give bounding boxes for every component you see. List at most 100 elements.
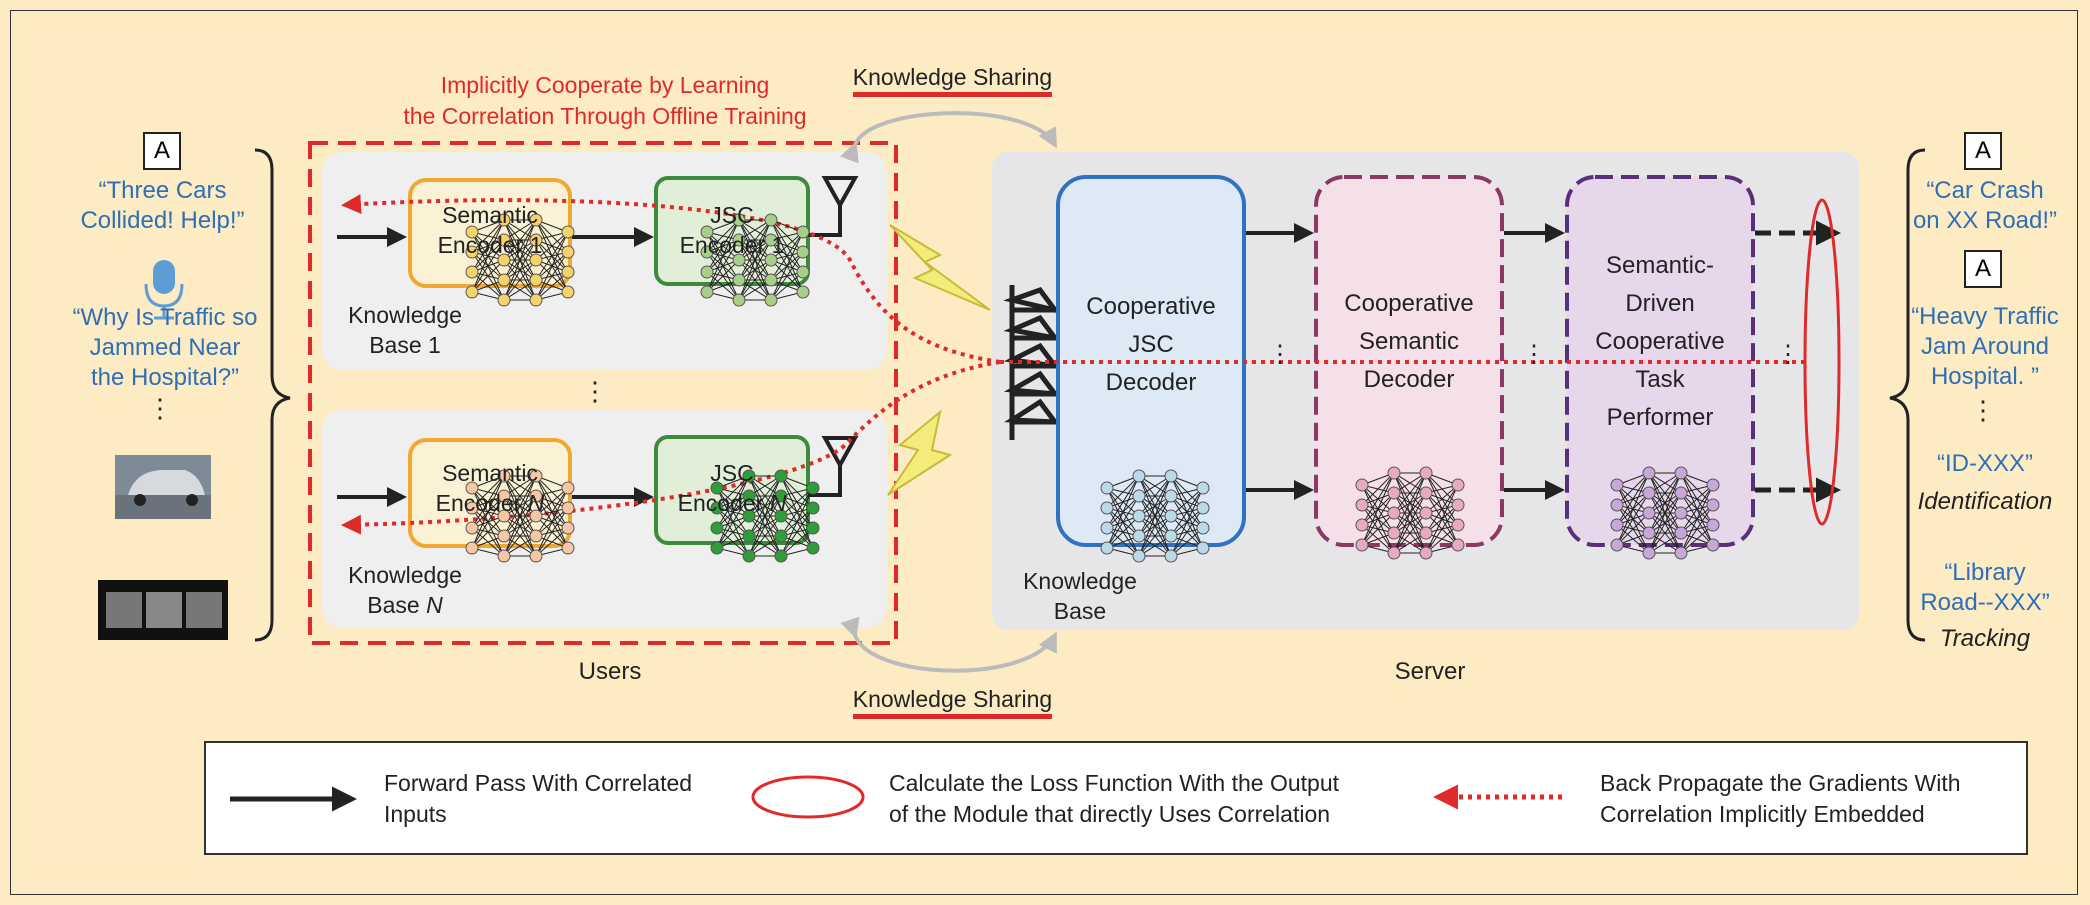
- user1-jsc-nn-icon: [700, 213, 810, 307]
- track-label: Tracking: [1939, 625, 2031, 652]
- users-label: Users: [578, 658, 642, 685]
- user1-semantic-encoder-label: Semantic Encoder 1: [410, 200, 570, 260]
- left-input-text-2-line1: “Why Is Traffic so: [72, 304, 258, 331]
- jsc-decoder-line1: Cooperative: [1086, 293, 1216, 320]
- track-value-line2: Road--XXX”: [1920, 589, 2050, 616]
- left-vdots: ⋮: [147, 393, 173, 423]
- backprop-user1: [341, 194, 1001, 364]
- left-brace: [254, 148, 291, 642]
- semantic-decoder-label: Cooperative Semantic Decoder: [1316, 285, 1502, 399]
- sem-decoder-line2: Semantic: [1358, 328, 1460, 355]
- right-output-text-2-line1: “Heavy Traffic: [1911, 303, 2059, 330]
- userN-jsc-enc-word: Encoder: [677, 490, 770, 516]
- right-output-text-2-line3: Hospital. ”: [1930, 363, 2040, 390]
- left-input-text-1-line1: “Three Cars: [98, 177, 227, 204]
- right-output-text-1: “Car Crash on XX Road!”: [1895, 176, 2075, 236]
- right-vdots: ⋮: [1970, 395, 1996, 425]
- right-output-text-2-line2: Jam Around: [1920, 333, 2050, 360]
- legend-loss-ellipse: [751, 775, 865, 819]
- knowledge-sharing-top-text: Knowledge Sharing: [852, 64, 1053, 97]
- userN-semantic-nn-icon: [465, 469, 575, 563]
- top-caption: Implicitly Cooperate by Learning the Cor…: [330, 70, 880, 132]
- legend-loss-line1: Calculate the Loss Function With the Out…: [889, 770, 1340, 796]
- userN-sem-enc-word: Encoder: [435, 490, 528, 516]
- legend-backprop-line2: Correlation Implicitly Embedded: [1600, 801, 1925, 827]
- userN-kb-label: Knowledge Base N: [335, 560, 475, 620]
- knowledge-sharing-top-arrow: [839, 111, 1057, 164]
- id-value: “ID-XXX”: [1937, 450, 2033, 477]
- userN-semantic-encoder-label: Semantic Encoder N: [410, 458, 570, 518]
- task-line4: Task: [1635, 366, 1685, 393]
- server-kb-label: Knowledge Base: [1005, 566, 1155, 626]
- right-output-text-1-line2: on XX Road!”: [1912, 207, 2058, 234]
- server-kb-line2: Base: [1053, 598, 1107, 624]
- left-input-text-2: “Why Is Traffic so Jammed Near the Hospi…: [55, 303, 275, 393]
- text-icon-right-1: A: [1964, 132, 2002, 170]
- userN-jsc-enc-line2: Encoder N: [656, 488, 808, 518]
- video-strip: [98, 580, 228, 640]
- server-semantic-nn-icon: [1355, 466, 1465, 560]
- user1-kb-label: Knowledge Base 1: [335, 300, 475, 360]
- userN-sem-enc-line2: Encoder N: [410, 488, 570, 518]
- legend-loss-line2: of the Module that directly Uses Correla…: [889, 801, 1331, 827]
- legend-backprop-text: Back Propagate the Gradients With Correl…: [1600, 768, 2020, 830]
- task-line5: Performer: [1606, 404, 1714, 431]
- server-task-nn-icon: [1610, 466, 1720, 560]
- userN-jsc-enc-line1: JSC: [710, 460, 754, 486]
- task-line1: Semantic-: [1605, 252, 1715, 279]
- knowledge-sharing-bottom-label: Knowledge Sharing: [835, 686, 1070, 719]
- car-photo: [115, 455, 211, 519]
- sem-decoder-line3: Decoder: [1363, 366, 1455, 393]
- id-label: Identification: [1917, 488, 2053, 515]
- microphone-icon: [144, 260, 184, 320]
- user1-sem-enc-line2: Encoder 1: [437, 232, 543, 258]
- legend-forward-text: Forward Pass With Correlated Inputs: [384, 768, 744, 830]
- legend-backprop-line1: Back Propagate the Gradients With: [1600, 770, 1961, 796]
- left-input-text-2-line3: the Hospital?”: [90, 364, 240, 391]
- server-vdots-1: ⋮: [1268, 341, 1292, 368]
- userN-sem-enc-n: N: [527, 490, 545, 516]
- userN-antenna: [808, 436, 859, 497]
- task-performer-label: Semantic- Driven Cooperative Task Perfor…: [1567, 247, 1753, 437]
- userN-jsc-encoder-label: JSC Encoder N: [656, 458, 808, 518]
- right-brace: [1889, 148, 1926, 642]
- sem-decoder-line1: Cooperative: [1344, 290, 1474, 317]
- user1-jsc-enc-line1: JSC: [710, 202, 754, 228]
- user1-jsc-encoder-label: JSC Encoder 1: [656, 200, 808, 260]
- legend-forward-line1: Forward Pass With Correlated: [384, 770, 693, 796]
- top-caption-line1: Implicitly Cooperate by Learning: [440, 72, 770, 98]
- right-output-text-1-line1: “Car Crash: [1926, 177, 2044, 204]
- left-input-text-1: “Three Cars Collided! Help!”: [60, 176, 265, 236]
- knowledge-sharing-top-label: Knowledge Sharing: [835, 64, 1070, 97]
- lightning-bolt-1: [889, 224, 991, 311]
- jsc-decoder-line2: JSC: [1128, 331, 1174, 358]
- userN-jsc-enc-n: N: [769, 490, 787, 516]
- server-jsc-nn-icon: [1100, 469, 1210, 563]
- left-input-text-2-line2: Jammed Near: [89, 334, 241, 361]
- legend-box: [204, 741, 2028, 855]
- userN-jsc-nn-icon: [710, 469, 820, 563]
- legend-forward-line2: Inputs: [384, 801, 447, 827]
- text-icon-right-2: A: [1964, 250, 2002, 288]
- users-vdots: ⋮: [582, 376, 608, 406]
- knowledge-sharing-bottom-arrow: [840, 616, 1057, 673]
- server-kb-line1: Knowledge: [1023, 568, 1137, 594]
- legend-loss-text: Calculate the Loss Function With the Out…: [889, 768, 1429, 830]
- user1-jsc-enc-line2: Encoder 1: [679, 232, 785, 258]
- knowledge-sharing-bottom-text: Knowledge Sharing: [852, 686, 1053, 719]
- task-line3: Cooperative: [1595, 328, 1725, 355]
- server-vdots-3: ⋮: [1776, 341, 1800, 368]
- task-line2: Driven: [1625, 290, 1695, 317]
- figure-frame: [10, 10, 2078, 895]
- track-value: “Library Road--XXX”: [1895, 558, 2075, 618]
- userN-kb-n: N: [426, 592, 443, 618]
- userN-kb-word: Base: [367, 592, 427, 618]
- right-output-text-2: “Heavy Traffic Jam Around Hospital. ”: [1895, 302, 2075, 392]
- userN-kb-line2: Base N: [335, 590, 475, 620]
- jsc-decoder-line3: Decoder: [1105, 369, 1197, 396]
- user1-antenna: [808, 176, 859, 237]
- jsc-decoder-label: Cooperative JSC Decoder: [1058, 288, 1244, 402]
- server-vdots-2: ⋮: [1522, 341, 1546, 368]
- top-caption-line2: the Correlation Through Offline Training: [403, 103, 807, 129]
